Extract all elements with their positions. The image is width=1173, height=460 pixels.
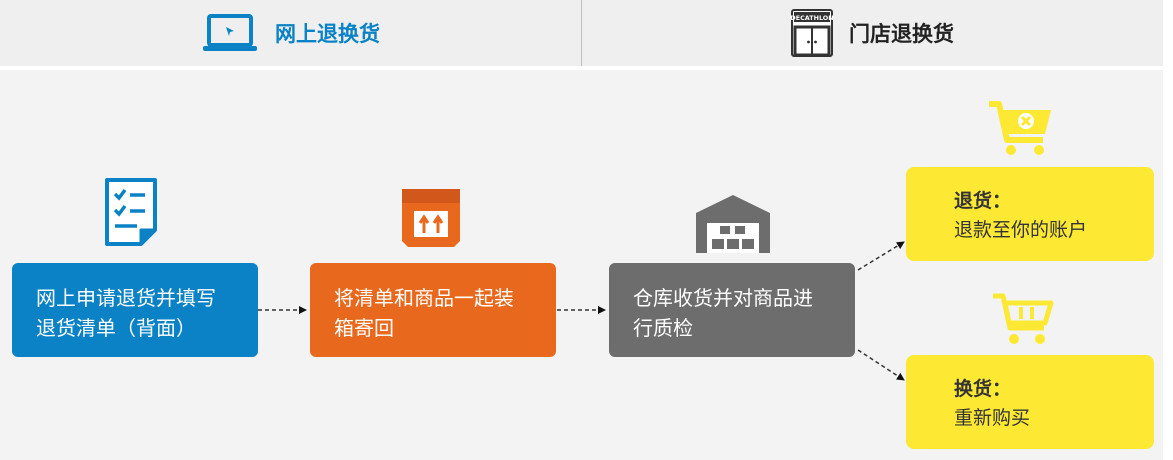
outcome-refund-detail: 退款至你的账户 [954, 219, 1088, 241]
step-2-line-2: 箱寄回 [334, 316, 394, 340]
step-1-line-1: 网上申请退货并填写 [36, 286, 216, 310]
step-ship-back: 将清单和商品一起装 箱寄回 [310, 263, 556, 357]
cart-cancel-icon [989, 101, 1051, 155]
step-apply-online: 网上申请退货并填写 退货清单（背面） [12, 263, 258, 357]
connector-step3-refund [857, 241, 905, 271]
step-3-line-1: 仓库收货并对商品进 [633, 286, 813, 310]
outcome-refund-title: 退货： [954, 190, 1012, 212]
step-3-line-2: 行质检 [633, 316, 693, 340]
return-method-tabs: 网上退换货 DECATHLON 门店退换货 [0, 0, 1163, 66]
cart-icon [993, 293, 1054, 344]
laptop-icon [203, 14, 257, 51]
outcome-exchange: 换货： 重新购买 [906, 355, 1154, 449]
outcome-exchange-title: 换货： [954, 378, 1012, 400]
tab-online-returns[interactable]: 网上退换货 [0, 0, 581, 66]
decathlon-store-icon: DECATHLON [791, 9, 833, 57]
tab-store-label: 门店退换货 [849, 22, 954, 46]
warehouse-icon [696, 195, 770, 253]
step-warehouse-inspection: 仓库收货并对商品进 行质检 [609, 263, 855, 357]
outcome-exchange-detail: 重新购买 [954, 407, 1031, 429]
step-1-line-2: 退货清单（背面） [36, 316, 196, 340]
connector-step3-exchange [857, 349, 905, 381]
tab-divider [581, 0, 582, 66]
store-sign-text: DECATHLON [791, 14, 833, 22]
step-2-line-1: 将清单和商品一起装 [334, 286, 514, 310]
checklist-icon [105, 178, 157, 246]
tab-store-returns[interactable]: DECATHLON 门店退换货 [582, 0, 1163, 66]
tab-online-label: 网上退换货 [275, 22, 380, 46]
outcome-refund: 退货： 退款至你的账户 [906, 167, 1154, 261]
parcel-box-icon [402, 189, 460, 247]
